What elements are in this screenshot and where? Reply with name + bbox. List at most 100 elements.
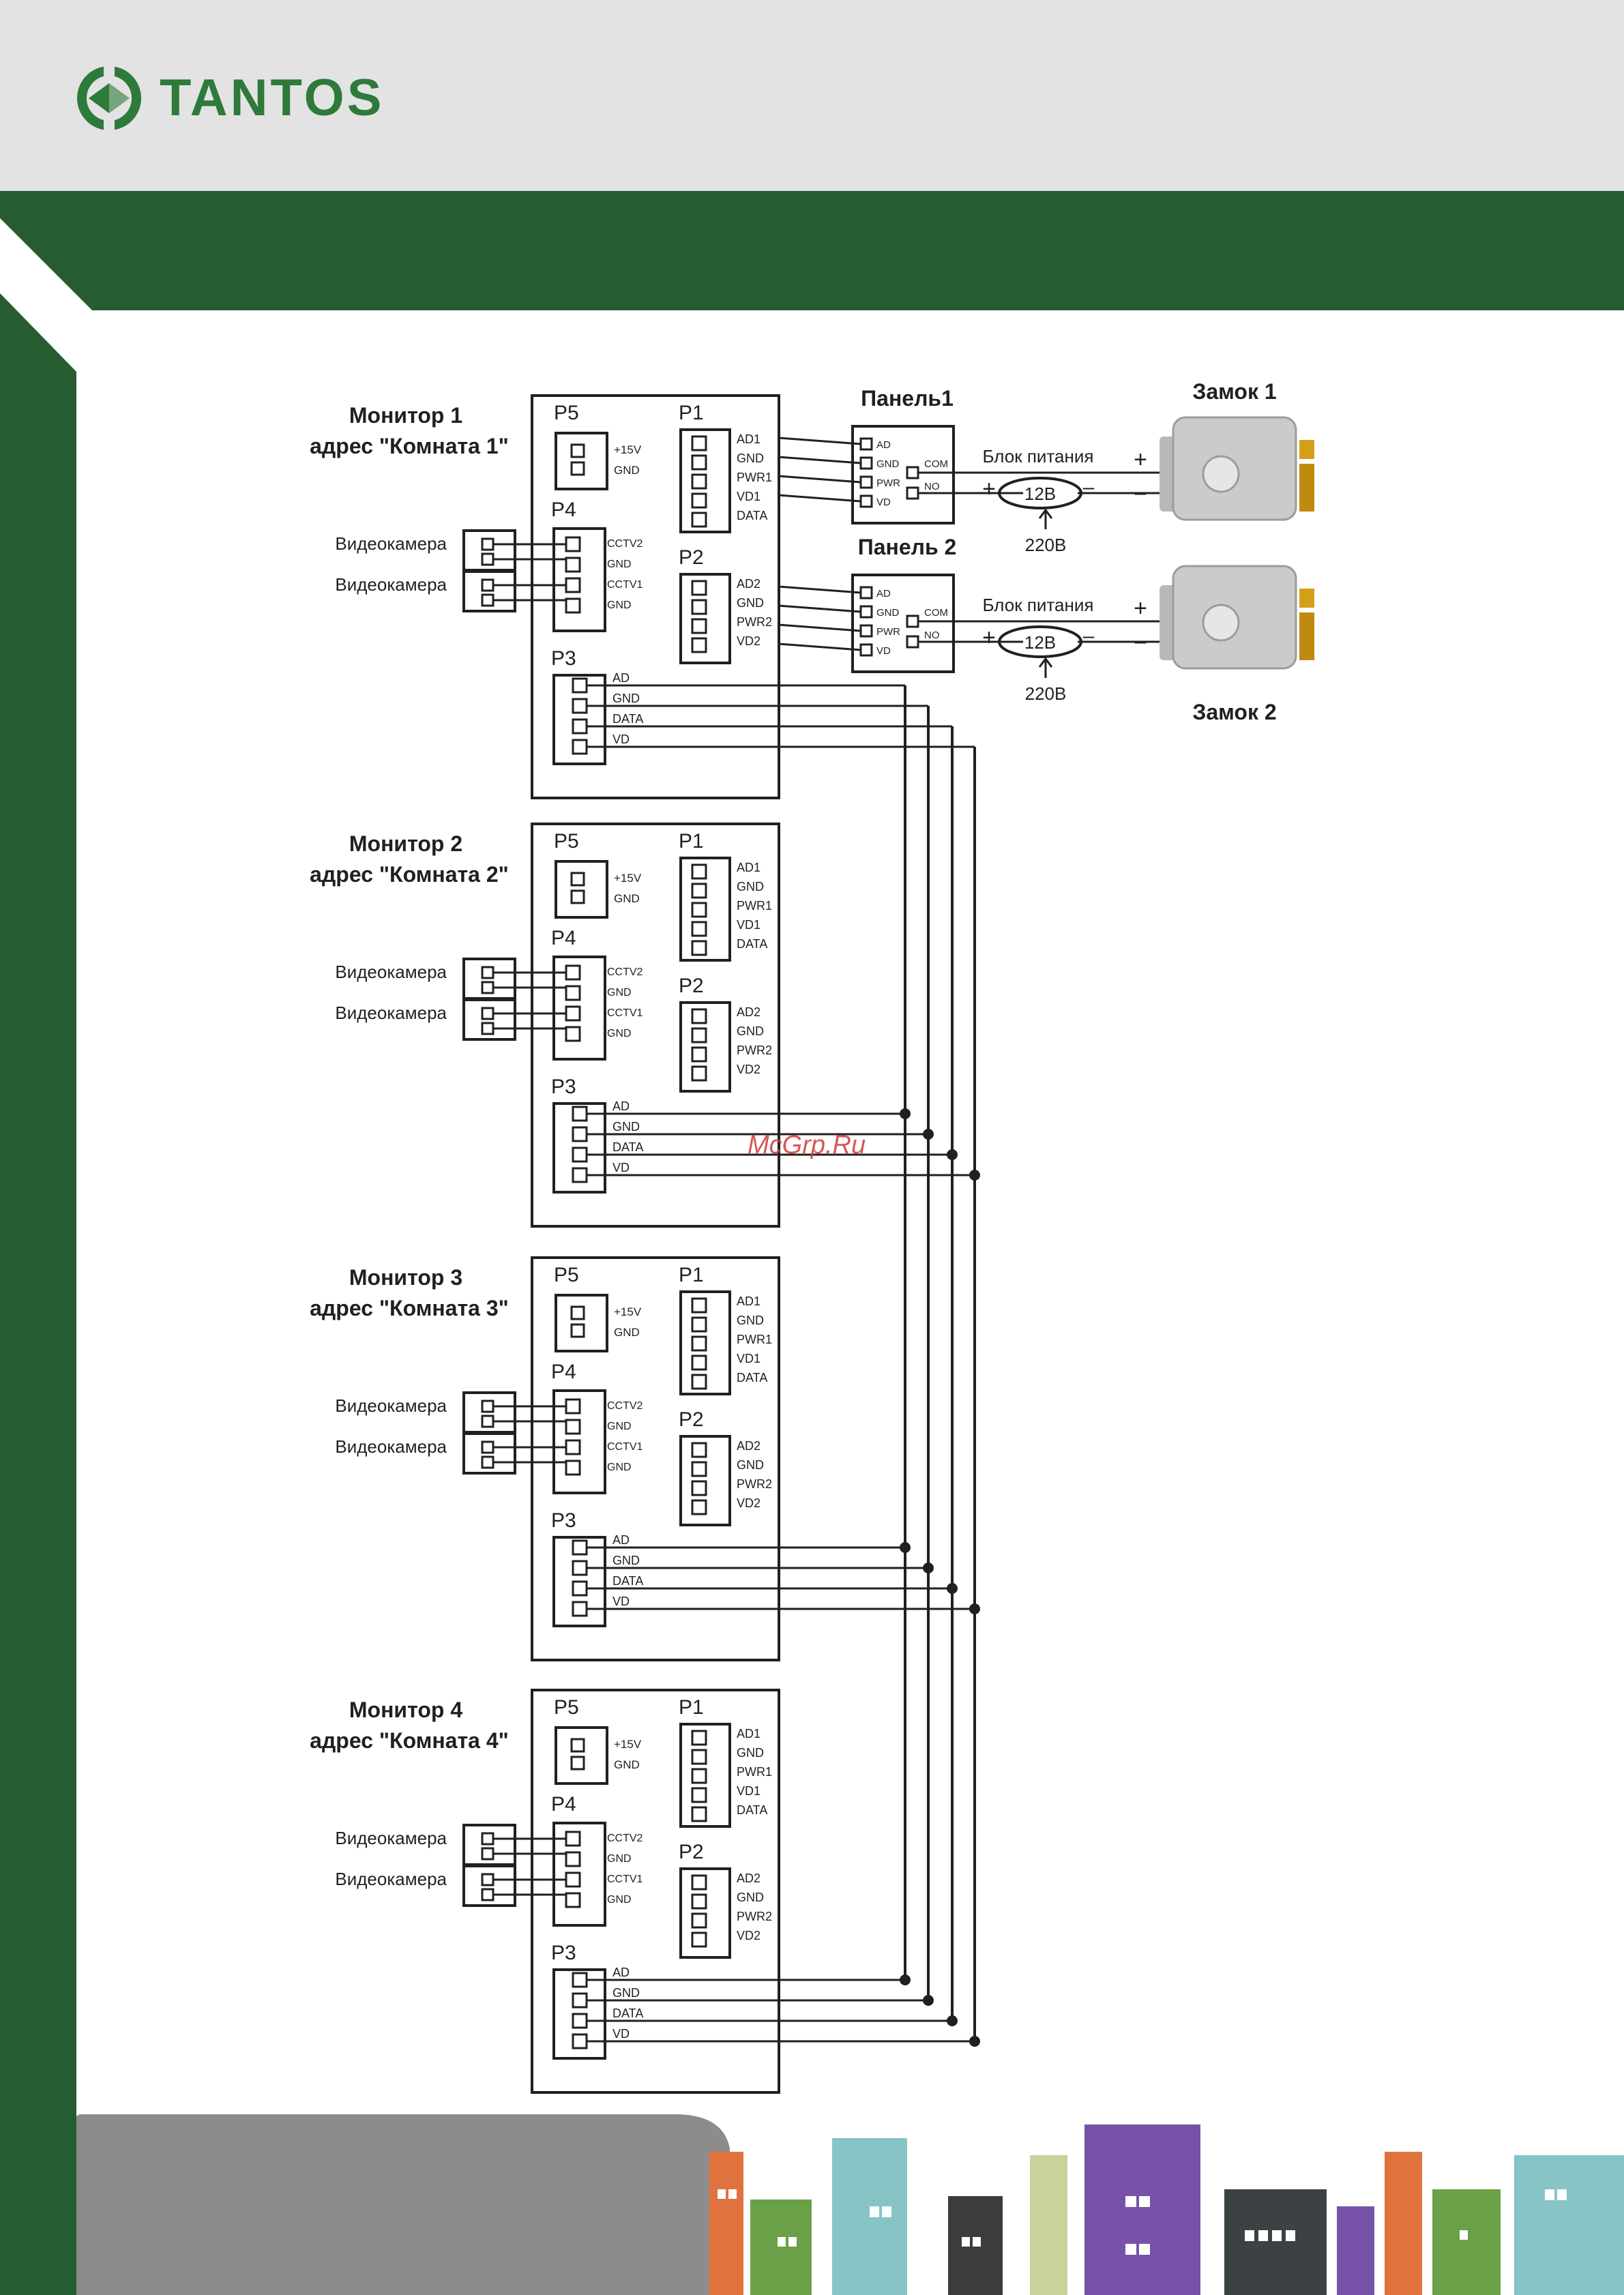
lock-cylinder [1202,604,1240,642]
pin [481,1440,494,1454]
pin [481,981,494,994]
pin-label: PWR [876,626,900,638]
pin [570,1305,585,1320]
pin-label: AD1 [737,861,761,874]
pin [481,1415,494,1428]
monitor-board [531,823,780,1228]
pin-label: GND [876,607,900,619]
pin-label: +15V [614,1738,642,1751]
watermark-text: McGrp.Ru [748,1131,866,1159]
monitor-board [531,1689,780,2094]
monitor-title: Монитор 1 [349,403,462,428]
pin [691,883,707,899]
pin [572,1601,588,1617]
pin-label: DATA [612,1574,643,1588]
pin [481,1888,494,1901]
connector-label-p1: P1 [679,1696,704,1719]
pin [572,1580,588,1597]
power-supply-label: Блок питания [983,446,1094,467]
power-supply [998,477,1082,509]
pin [481,593,494,607]
call-panel [851,574,955,673]
pin [691,492,707,509]
pin-label: GND [737,1024,764,1038]
polarity-minus: – [1135,482,1147,504]
pin-label: AD [612,671,630,685]
pin-label: VD1 [737,490,761,503]
pin-label: DATA [737,1371,767,1385]
pin-label: GND [614,1758,640,1771]
connector-p1 [679,857,731,962]
pin [572,718,588,735]
polarity-plus: + [1134,595,1147,621]
pin-label: GND [737,596,764,610]
pin-label: VD1 [737,1352,761,1365]
pin [572,1126,588,1142]
pin [570,443,585,458]
connector-p5 [555,1294,608,1352]
pin [859,624,873,638]
relay-label: NO [924,481,940,492]
polarity-minus: – [1135,630,1147,653]
pin [572,677,588,694]
pin [691,473,707,490]
connector-label-p3: P3 [551,1942,576,1964]
pin [570,872,585,887]
pin [691,1730,707,1746]
camera-label: Видеокамера [335,962,447,982]
panel-wire [778,585,861,594]
pin [565,1419,581,1435]
pin-label: GND [607,559,632,570]
pin [859,494,873,508]
pin [691,1008,707,1024]
pin-label: AD2 [737,577,761,591]
connector-label-p2: P2 [679,546,704,569]
pin [565,1871,581,1888]
pin-label: VD1 [737,918,761,932]
monitor-address: адрес "Комната 4" [310,1728,509,1753]
polarity-plus: + [982,625,996,651]
pin [859,605,873,619]
pin-label: AD1 [737,432,761,446]
pin-label: AD [876,439,891,451]
pin [859,437,873,451]
pin-label: VD2 [737,1496,761,1510]
pin-label: GND [614,892,640,905]
pin [481,552,494,566]
pin-label: GND [737,880,764,893]
polarity-plus: + [982,476,996,502]
connector-p3 [552,1536,606,1627]
pin-label: AD2 [737,1871,761,1885]
pin [565,536,581,552]
pin [481,1400,494,1413]
relay-label: COM [924,607,948,619]
connector-label-p3: P3 [551,1509,576,1532]
camera-label: Видеокамера [335,1869,447,1889]
pin [481,1873,494,1886]
brand-name: TANTOS [160,69,385,127]
connector-label-p2: P2 [679,975,704,997]
pin-label: PWR2 [737,1910,772,1923]
pin [691,921,707,937]
pin [572,739,588,755]
pin-label: VD2 [737,1063,761,1076]
camera-label: Видеокамера [335,1436,447,1457]
monitor-title: Монитор 3 [349,1265,462,1290]
connector-label-p1: P1 [679,830,704,853]
pin-label: CCTV1 [607,1874,643,1885]
pin [691,1297,707,1314]
pin [572,698,588,714]
pin-label: CCTV2 [607,1400,643,1412]
relay-label: COM [924,458,948,470]
pin-label: DATA [737,1803,767,1817]
pin [691,637,707,653]
pin-label: PWR1 [737,1765,772,1779]
pin-label: PWR1 [737,899,772,913]
tantos-logo: TANTOS [74,63,428,134]
power-supply-input: 220В [1025,535,1067,555]
pin [691,1374,707,1390]
pin [691,1480,707,1496]
pin-label: GND [607,987,632,998]
